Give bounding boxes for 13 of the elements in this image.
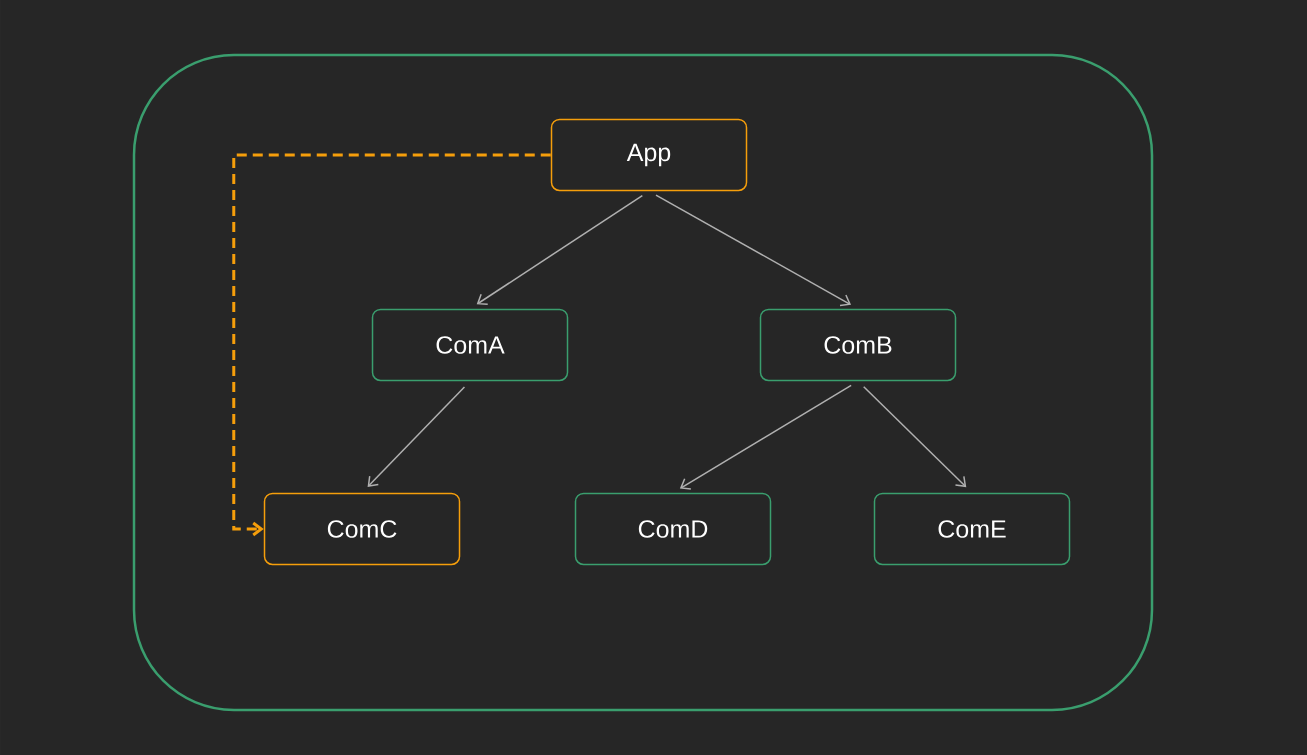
arrow [232,153,551,537]
component-box: ComD [574,492,772,566]
arrow [679,384,852,490]
component-box: ComE [873,492,1071,566]
arrow [367,386,466,487]
component-box: ComB [759,308,957,382]
arrow [655,194,852,307]
component-box: ComC [263,492,461,566]
arrow [476,194,644,306]
container-box [132,53,1154,712]
component-box: ComA [371,308,569,382]
arrow [862,386,967,488]
component-box: App [550,118,748,192]
